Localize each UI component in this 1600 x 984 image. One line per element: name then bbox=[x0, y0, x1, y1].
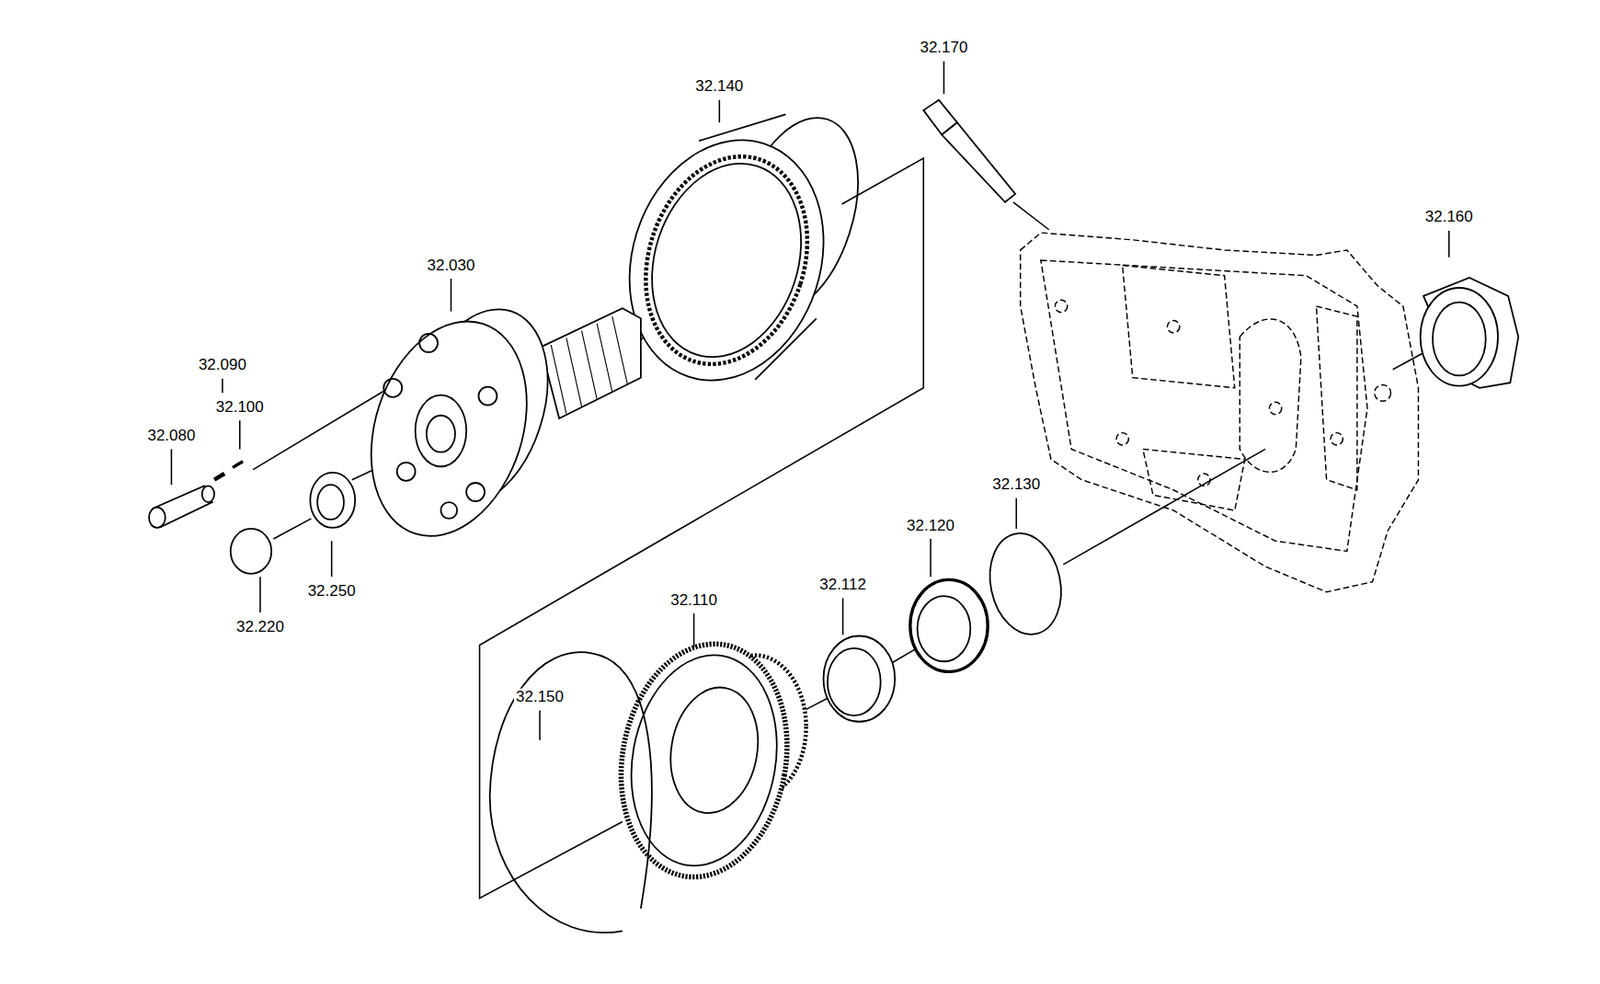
ring bbox=[823, 636, 896, 722]
callout-number: 32.030 bbox=[424, 256, 477, 275]
callout-number: 32.110 bbox=[668, 591, 720, 609]
callout-number: 32.100 bbox=[214, 399, 266, 417]
leader-lines bbox=[171, 61, 1449, 741]
assembly-lines bbox=[252, 158, 1450, 899]
callout-number: 32.130 bbox=[990, 476, 1042, 494]
nut bbox=[1420, 277, 1520, 389]
bearing bbox=[910, 579, 988, 672]
planet-carrier bbox=[344, 291, 641, 557]
sensor bbox=[923, 100, 1016, 203]
callout-number: 32.220 bbox=[234, 617, 286, 636]
snap-ring bbox=[981, 526, 1071, 641]
callout-number: 32.250 bbox=[306, 582, 358, 600]
callout-number: 32.170 bbox=[917, 39, 970, 58]
callout-number: 32.080 bbox=[145, 427, 197, 446]
callout-number: 32.150 bbox=[514, 688, 566, 707]
callout-number: 32.112 bbox=[817, 576, 869, 595]
housing bbox=[1020, 232, 1419, 593]
callout-number: 32.160 bbox=[1423, 208, 1475, 227]
snap-ring bbox=[490, 651, 652, 933]
gear bbox=[603, 630, 807, 891]
callout-number: 32.120 bbox=[904, 516, 957, 535]
callout-number: 32.090 bbox=[196, 356, 249, 375]
small-parts bbox=[148, 461, 355, 574]
callout-number: 32.140 bbox=[693, 78, 745, 96]
